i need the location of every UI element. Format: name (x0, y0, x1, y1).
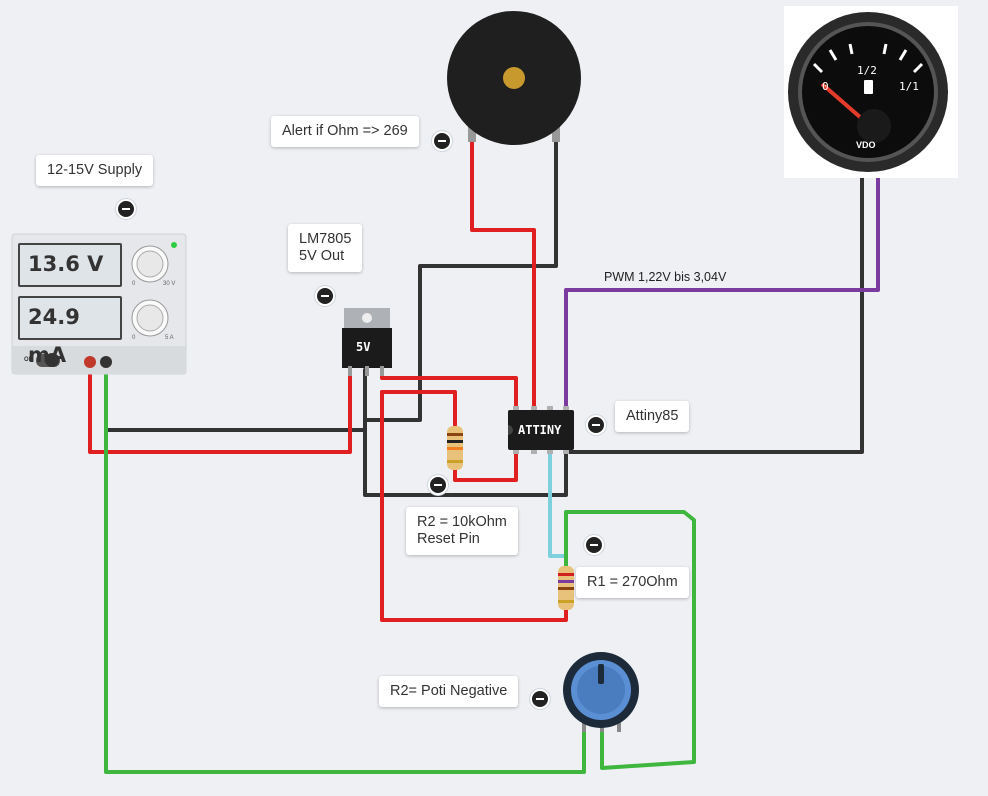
buzzer[interactable] (447, 11, 581, 145)
wire-ground-regulator-bottom[interactable] (363, 418, 568, 497)
note-r2-reset-handle[interactable] (428, 475, 448, 495)
fuel-pump-icon (864, 80, 873, 94)
wire-supply-positive[interactable] (88, 360, 352, 454)
note-r1-handle[interactable] (584, 535, 604, 555)
note-buzzer-handle[interactable] (432, 131, 452, 151)
wire-poti-ground[interactable] (104, 360, 586, 774)
wire-ground-gauge[interactable] (564, 170, 864, 454)
current-range-label: 5 A (165, 335, 174, 341)
resistor-r1[interactable] (558, 566, 574, 610)
pwm-wire-label: PWM 1,22V bis 3,04V (604, 270, 727, 284)
regulator-label: 5V (356, 340, 371, 354)
wire-5v-to-r2[interactable] (380, 390, 457, 427)
attiny-label: ATTINY (518, 423, 562, 437)
wire-ground-regulator-to-buzzer[interactable] (363, 138, 558, 422)
wire-r2-to-reset[interactable] (453, 450, 518, 482)
voltage-range-label: 30 V (163, 281, 176, 287)
note-supply[interactable]: 12-15V Supply (36, 155, 154, 186)
note-r2-reset[interactable]: R2 = 10kOhm Reset Pin (406, 507, 518, 555)
wire-r1-to-poti[interactable] (564, 510, 696, 770)
note-r1[interactable]: R1 = 270Ohm (576, 567, 689, 598)
note-attiny-handle[interactable] (586, 415, 606, 435)
note-buzzer[interactable]: Alert if Ohm => 269 (271, 116, 419, 147)
note-regulator[interactable]: LM7805 5V Out (288, 224, 363, 272)
voltage-display: 13.6 V (18, 243, 122, 287)
voltage-regulator[interactable] (342, 308, 392, 376)
wire-5v-to-attiny[interactable] (380, 368, 518, 410)
wire-pwm[interactable] (564, 170, 880, 410)
current-display: 24.9 mA (18, 296, 122, 367)
note-regulator-handle[interactable] (315, 286, 335, 306)
gauge-mark-0: 0 (822, 80, 829, 93)
resistor-r2[interactable] (447, 426, 463, 470)
power-on-label: ON (24, 357, 33, 363)
voltage-min-label: 0 (132, 281, 136, 287)
wire-buzzer-positive[interactable] (470, 138, 536, 410)
wire-5v-to-r1[interactable] (380, 390, 568, 622)
potentiometer[interactable] (563, 652, 639, 732)
gauge-mark-half: 1/2 (857, 64, 877, 77)
attiny-chip[interactable] (508, 406, 574, 454)
note-supply-handle[interactable] (116, 199, 136, 219)
note-poti[interactable]: R2= Poti Negative (379, 676, 519, 707)
note-poti-handle[interactable] (530, 689, 550, 709)
gauge-mark-full: 1/1 (899, 80, 919, 93)
note-attiny[interactable]: Attiny85 (615, 401, 690, 432)
wire-signal-adc[interactable] (548, 450, 568, 570)
current-min-label: 0 (132, 335, 136, 341)
gauge-brand: VDO (856, 140, 876, 150)
